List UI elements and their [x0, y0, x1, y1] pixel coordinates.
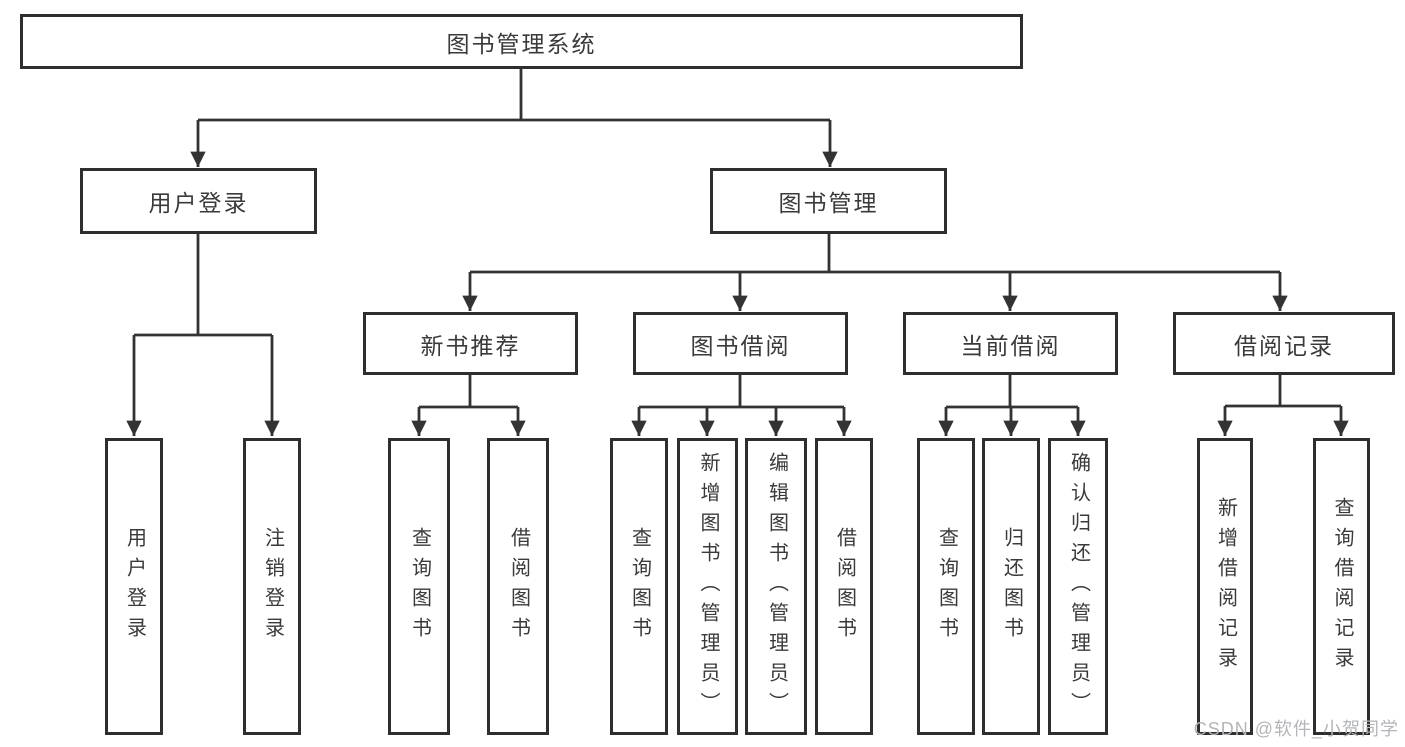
leaf-label: 借阅图书	[833, 526, 856, 647]
leaf-label: 用户登录	[123, 526, 146, 647]
leaf-label: 借阅图书	[507, 526, 530, 647]
leaf-borrow-borrow-books: 借阅图书	[815, 438, 873, 735]
node-label: 借阅记录	[1234, 332, 1334, 359]
node-borrow-records: 借阅记录	[1173, 312, 1395, 375]
leaf-current-return-books: 归还图书	[982, 438, 1040, 735]
node-label: 用户登录	[148, 190, 249, 216]
leaf-label: 查询图书	[628, 526, 651, 647]
csdn-watermark: CSDN @软件_小贺同学	[1193, 719, 1399, 739]
node-label: 新书推荐	[420, 332, 521, 359]
node-current-borrow: 当前借阅	[903, 312, 1118, 375]
leaf-records-query-record: 查询借阅记录	[1313, 438, 1370, 735]
node-new-book-recommend: 新书推荐	[363, 312, 578, 375]
node-book-borrow: 图书借阅	[633, 312, 848, 375]
node-label: 图书借阅	[690, 332, 791, 359]
leaf-label: 查询图书	[408, 526, 431, 647]
node-label: 图书管理系统	[446, 30, 597, 57]
node-user-login: 用户登录	[80, 168, 317, 234]
leaf-borrow-edit-books-admin: 编辑图书（管理员）	[745, 438, 807, 735]
leaf-current-query-books: 查询图书	[917, 438, 975, 735]
leaf-label: 查询图书	[935, 526, 958, 647]
leaf-label: 编辑图书（管理员）	[765, 451, 788, 722]
leaf-logout-login: 注销登录	[243, 438, 301, 735]
node-label: 图书管理	[778, 190, 879, 216]
leaf-borrow-query-books: 查询图书	[610, 438, 668, 735]
leaf-user-login: 用户登录	[105, 438, 163, 735]
leaf-label: 确认归还（管理员）	[1067, 451, 1090, 722]
leaf-recommend-borrow-books: 借阅图书	[487, 438, 549, 735]
leaf-label: 新增借阅记录	[1214, 496, 1237, 677]
node-label: 当前借阅	[960, 332, 1061, 359]
node-book-management: 图书管理	[710, 168, 947, 234]
leaf-label: 查询借阅记录	[1331, 496, 1353, 677]
leaf-recommend-query-books: 查询图书	[388, 438, 450, 735]
leaf-label: 注销登录	[261, 526, 284, 647]
leaf-records-add-record: 新增借阅记录	[1197, 438, 1253, 735]
leaf-current-confirm-return-admin: 确认归还（管理员）	[1048, 438, 1108, 735]
node-library-system: 图书管理系统	[20, 14, 1023, 69]
leaf-label: 归还图书	[1000, 526, 1023, 647]
leaf-borrow-add-books-admin: 新增图书（管理员）	[677, 438, 738, 735]
leaf-label: 新增图书（管理员）	[697, 451, 719, 722]
